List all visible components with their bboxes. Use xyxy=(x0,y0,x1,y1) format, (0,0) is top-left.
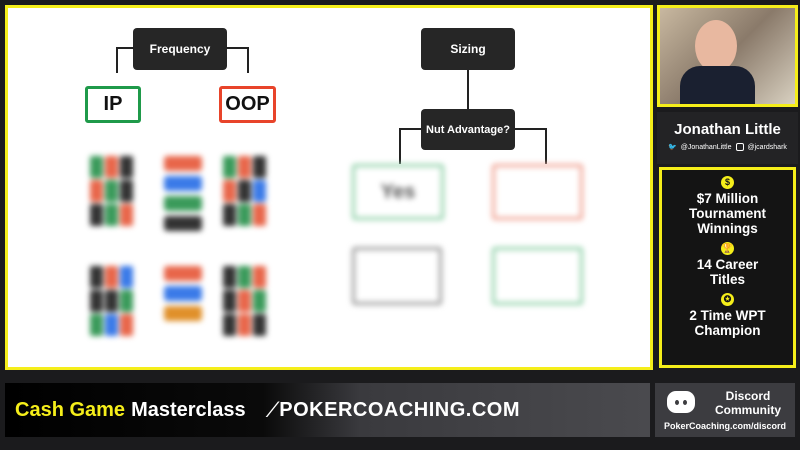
brand-logo: POKERCOACHING.COM xyxy=(279,398,521,421)
presenter-name: Jonathan Little xyxy=(674,121,781,138)
pokercoaching-logo-icon: ⁄ xyxy=(271,397,276,422)
ip-box: IP xyxy=(85,86,141,123)
connector xyxy=(116,47,134,49)
range-box xyxy=(352,247,442,305)
banner-title-highlight: Cash Game xyxy=(15,398,126,421)
discord-community-label: Community xyxy=(715,403,781,417)
sizing-box: Sizing xyxy=(421,28,515,70)
connector xyxy=(545,128,547,164)
oop-box: OOP xyxy=(219,86,276,123)
connector xyxy=(399,128,421,130)
twitter-icon: 🐦 xyxy=(668,144,677,151)
discord-label: Discord xyxy=(725,389,771,403)
presenter-body xyxy=(680,66,755,104)
stat-wpt: 2 Time WPT Champion xyxy=(689,308,766,338)
presenter-face xyxy=(695,20,737,72)
medal-icon: ✪ xyxy=(721,293,734,306)
stat-winnings: $7 Million Tournament Winnings xyxy=(689,191,766,236)
stat-titles: 14 Career Titles xyxy=(696,257,759,287)
discord-icon xyxy=(667,391,695,413)
presentation-slide: Frequency IP OOP Sizing Nut Advantage? Y… xyxy=(5,5,653,370)
connector xyxy=(116,47,118,73)
instagram-icon xyxy=(735,143,744,151)
connector xyxy=(399,128,401,164)
discord-panel[interactable]: Discord Community PokerCoaching.com/disc… xyxy=(655,383,795,437)
money-bag-icon: $ xyxy=(721,176,734,189)
banner-title: Masterclass xyxy=(131,398,246,421)
bottom-banner: Cash Game Masterclass ⁄ POKERCOACHING.CO… xyxy=(5,383,650,437)
presenter-panel: Jonathan Little 🐦 @JonathanLittle @jcard… xyxy=(657,112,798,164)
nut-advantage-box: Nut Advantage? xyxy=(421,109,515,150)
instagram-handle: @jcardshark xyxy=(747,143,787,151)
connector xyxy=(226,47,248,49)
trophy-icon: 🏆 xyxy=(721,242,734,255)
frequency-box: Frequency xyxy=(133,28,227,70)
yes-box: Yes xyxy=(352,164,444,220)
webcam-feed xyxy=(657,5,798,107)
connector xyxy=(467,70,469,110)
stats-panel: $ $7 Million Tournament Winnings 🏆 14 Ca… xyxy=(659,167,796,368)
no-large-box xyxy=(492,247,583,305)
twitter-handle: @JonathanLittle xyxy=(680,143,732,151)
connector xyxy=(515,128,547,130)
no-small-box xyxy=(492,164,583,220)
connector xyxy=(247,47,249,73)
discord-url[interactable]: PokerCoaching.com/discord xyxy=(663,421,787,431)
